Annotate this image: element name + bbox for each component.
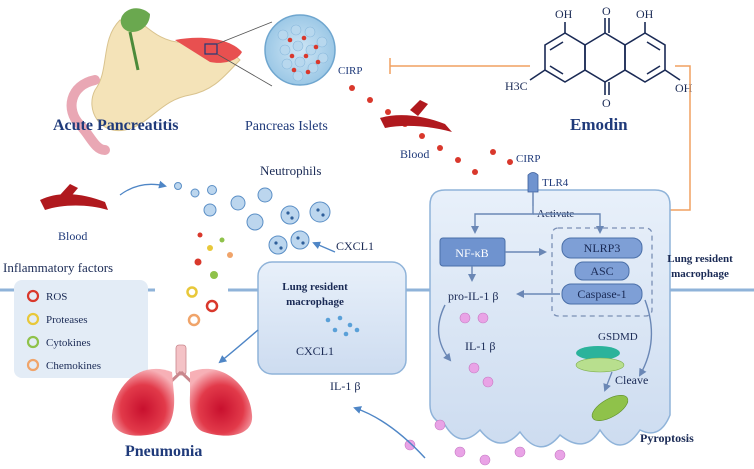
emodin-label: Emodin <box>570 115 628 134</box>
pyroptosis-label: Pyroptosis <box>640 431 694 445</box>
cxcl1-dots <box>325 315 360 337</box>
lung-macrophage-right-label-1: Lung resident <box>667 253 733 265</box>
legend-label-chemokines: Chemokines <box>46 360 101 372</box>
caspase-to-cleave-arrow <box>639 299 653 377</box>
cxcl1-outer-label: CXCL1 <box>336 239 374 253</box>
legend-title: Inflammatory factors <box>3 260 113 275</box>
legend-swatch-cytokines <box>26 335 40 349</box>
legend-items: ROS Proteases Cytokines Chemokines <box>26 289 101 372</box>
activate-arrows <box>471 206 604 234</box>
factor-dots <box>186 232 233 327</box>
nlrp3-label: NLRP3 <box>584 241 621 255</box>
gsdmd-label: GSDMD <box>598 331 638 343</box>
legend-label-ros: ROS <box>46 291 67 303</box>
cirp-trail <box>349 85 513 175</box>
asc-box <box>574 261 630 281</box>
emodin-o-1: O <box>602 4 611 18</box>
cirp-label-top: CIRP <box>338 65 362 77</box>
lungs-organ <box>111 344 253 436</box>
cleave-label: Cleave <box>615 373 648 387</box>
nfkb-label: NF-κB <box>455 246 488 260</box>
acute-pancreatitis-label: Acute Pancreatitis <box>53 117 178 134</box>
legend-swatch-ros <box>26 289 40 303</box>
pro-il1b-label: pro-IL-1 β <box>448 289 498 303</box>
blood-label-left: Blood <box>58 229 87 243</box>
pneumonia-label: Pneumonia <box>125 443 202 460</box>
il1b-to-macrophage-arrow <box>353 406 426 459</box>
gsdmd-cleaved-shape <box>591 395 629 421</box>
gsdmd-c-shape <box>575 357 625 373</box>
emodin-molecule <box>529 18 681 95</box>
pancreas-islets-label: Pancreas Islets <box>245 119 328 134</box>
legend-box <box>14 280 148 378</box>
blood-label-top: Blood <box>400 147 429 161</box>
asc-label: ASC <box>590 264 613 278</box>
lung-macrophage-mid-label-2: macrophage <box>286 296 344 308</box>
neutrophils-label: Neutrophils <box>260 163 321 178</box>
macrophage-mid-cell <box>257 261 407 375</box>
blood-vessel-top <box>380 100 452 132</box>
nlrp3-box <box>561 237 643 259</box>
gsdmd-n-shape <box>576 346 620 360</box>
emodin-oh-1: OH <box>555 7 573 21</box>
legend-label-proteases: Proteases <box>46 314 88 326</box>
emodin-oh-3: OH <box>675 81 693 95</box>
legend-label-cytokines: Cytokines <box>46 337 91 349</box>
pancreas-zoom-box <box>204 43 218 55</box>
cxcl1-arrow <box>312 241 336 253</box>
il1b-released <box>404 419 566 466</box>
cirp-label-mid: CIRP <box>516 153 540 165</box>
neutrophil-cells <box>174 182 331 255</box>
il1b-outer-label: IL-1 β <box>330 379 360 393</box>
blood-to-neutrophil-arrow <box>119 180 167 196</box>
caspase1-label: Caspase-1 <box>577 287 626 301</box>
macrophage-to-lung-arrow <box>218 329 259 364</box>
emodin-ch3: H3C <box>505 79 528 93</box>
blood-vessel-left <box>40 184 108 210</box>
emodin-oh-2: OH <box>636 7 654 21</box>
inflammasome-group <box>551 227 653 317</box>
lung-macrophage-right-label-2: macrophage <box>671 268 729 280</box>
proil1b-to-il1b-arrow <box>437 304 452 362</box>
caspase1-box <box>561 283 643 305</box>
emodin-o-2: O <box>602 96 611 110</box>
legend-swatch-proteases <box>26 312 40 326</box>
pancreas-organ <box>66 8 273 155</box>
pancreas-islet <box>264 14 336 86</box>
il1b-inner-label: IL-1 β <box>465 339 495 353</box>
tlr4-label: TLR4 <box>542 177 569 189</box>
tlr4-receptor <box>527 172 539 206</box>
cxcl1-inner-label: CXCL1 <box>296 344 334 358</box>
legend-swatch-chemokines <box>26 358 40 372</box>
lung-macrophage-mid-label-1: Lung resident <box>282 281 348 293</box>
